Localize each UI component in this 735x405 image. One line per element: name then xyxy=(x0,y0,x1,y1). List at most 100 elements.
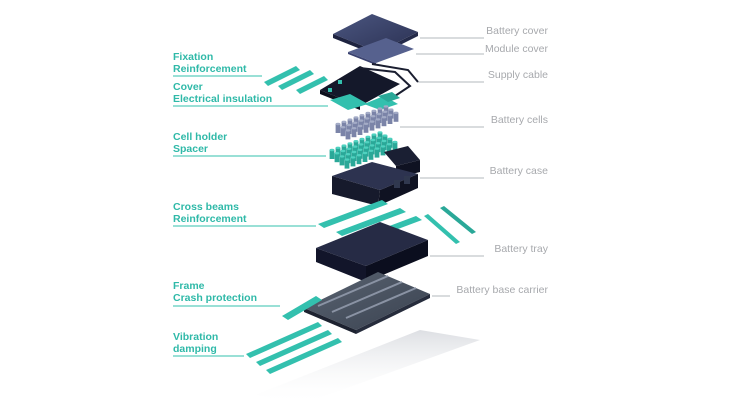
cover-insulation-part xyxy=(330,92,400,110)
label-cover-line1: Cover xyxy=(173,81,203,93)
cell-top xyxy=(334,152,340,155)
cell-top xyxy=(375,142,381,145)
cell-top xyxy=(382,134,388,137)
vibration-damping-part xyxy=(246,322,342,374)
cell-top xyxy=(345,153,351,156)
cell-top xyxy=(369,144,375,147)
cell-body xyxy=(350,157,356,167)
label-frame-line1: Frame xyxy=(173,280,205,292)
cell-top xyxy=(377,131,383,134)
cell-top xyxy=(353,140,359,143)
cell-top xyxy=(340,149,346,153)
cell-body xyxy=(368,150,374,160)
cell-body xyxy=(339,156,345,166)
label-cover-line2: Electrical insulation xyxy=(173,93,273,105)
cell-top xyxy=(376,136,382,139)
label-vibration: Vibration damping xyxy=(173,331,218,355)
cell-top xyxy=(364,141,370,144)
cell-top xyxy=(335,122,341,126)
label-cell-holder-line2: Spacer xyxy=(173,143,209,155)
cell-top xyxy=(392,140,398,144)
cell-body xyxy=(363,123,369,133)
cell-top xyxy=(359,114,365,117)
label-supply-cable: Supply cable xyxy=(487,69,548,81)
cell-body xyxy=(357,126,363,135)
cell-body xyxy=(362,153,368,162)
cell-top xyxy=(386,143,392,146)
cell-top xyxy=(393,111,399,115)
cell-body xyxy=(375,119,381,129)
leader-lines-left xyxy=(173,75,328,357)
cell-body xyxy=(393,112,399,122)
label-module-cover: Module cover xyxy=(484,43,548,55)
label-fixation-line2: Reinforcement xyxy=(173,63,247,75)
cell-top xyxy=(359,137,365,141)
label-vibration-line2: damping xyxy=(173,343,217,355)
cell-body xyxy=(380,146,386,156)
cell-top xyxy=(370,115,376,118)
cell-top xyxy=(388,108,394,111)
cell-top xyxy=(358,143,364,146)
cell-body xyxy=(386,144,392,154)
cell-body xyxy=(334,153,340,163)
cell-top xyxy=(351,150,357,154)
label-cell-holder-line1: Cell holder xyxy=(173,131,228,143)
cell-top xyxy=(341,144,347,147)
cell-top xyxy=(365,111,371,115)
label-frame-line2: Crash protection xyxy=(173,292,258,304)
cell-top xyxy=(345,129,351,132)
label-cell-holder: Cell holder Spacer xyxy=(173,131,227,155)
cell-top xyxy=(376,112,382,116)
cell-top xyxy=(381,139,387,143)
cell-body xyxy=(351,128,357,138)
cell-top xyxy=(340,126,346,129)
cell-top xyxy=(369,120,375,123)
cell-top xyxy=(381,116,387,119)
battery-base-carrier-part xyxy=(304,272,430,334)
cell-body xyxy=(381,117,387,127)
cell-body xyxy=(356,155,362,165)
cell-top xyxy=(357,124,363,128)
label-cover: Cover Electrical insulation xyxy=(173,81,272,105)
leader-lines xyxy=(400,37,484,297)
cell-top xyxy=(375,118,381,121)
cell-top xyxy=(347,118,353,121)
cell-top xyxy=(363,122,369,126)
cell-body xyxy=(335,124,341,133)
ground-shadow xyxy=(255,330,480,405)
fixation-part xyxy=(264,66,328,94)
battery-cells-part xyxy=(335,105,399,140)
cell-top xyxy=(377,107,383,110)
cell-top xyxy=(353,116,359,119)
label-battery-base-carrier: Battery base carrier xyxy=(456,284,548,296)
cell-top xyxy=(383,105,389,108)
cell-body xyxy=(374,148,380,158)
label-cross-beams-line1: Cross beams xyxy=(173,201,239,213)
cell-body xyxy=(345,130,351,140)
cell-top xyxy=(371,109,377,113)
label-fixation-line1: Fixation xyxy=(173,51,214,63)
cell-body xyxy=(369,121,375,131)
cell-top xyxy=(380,145,386,148)
cell-top xyxy=(356,154,362,157)
cell-top xyxy=(363,146,369,149)
cell-top xyxy=(382,110,388,114)
cell-top xyxy=(371,133,377,136)
cell-body xyxy=(329,150,335,159)
cell-body xyxy=(387,115,393,124)
label-fixation: Fixation Reinforcement xyxy=(173,51,247,75)
cell-top xyxy=(370,138,376,142)
label-battery-case: Battery case xyxy=(489,165,548,177)
cell-top xyxy=(346,123,352,127)
cell-top xyxy=(362,151,368,155)
frame-part xyxy=(282,296,322,320)
cell-top xyxy=(329,148,335,152)
cell-holder-part xyxy=(329,131,398,169)
label-battery-cover: Battery cover xyxy=(486,25,548,37)
battery-case-part xyxy=(332,162,418,206)
cell-top xyxy=(358,119,364,122)
cell-top xyxy=(350,156,356,159)
module-cover-part xyxy=(348,38,414,65)
cell-top xyxy=(344,158,350,161)
